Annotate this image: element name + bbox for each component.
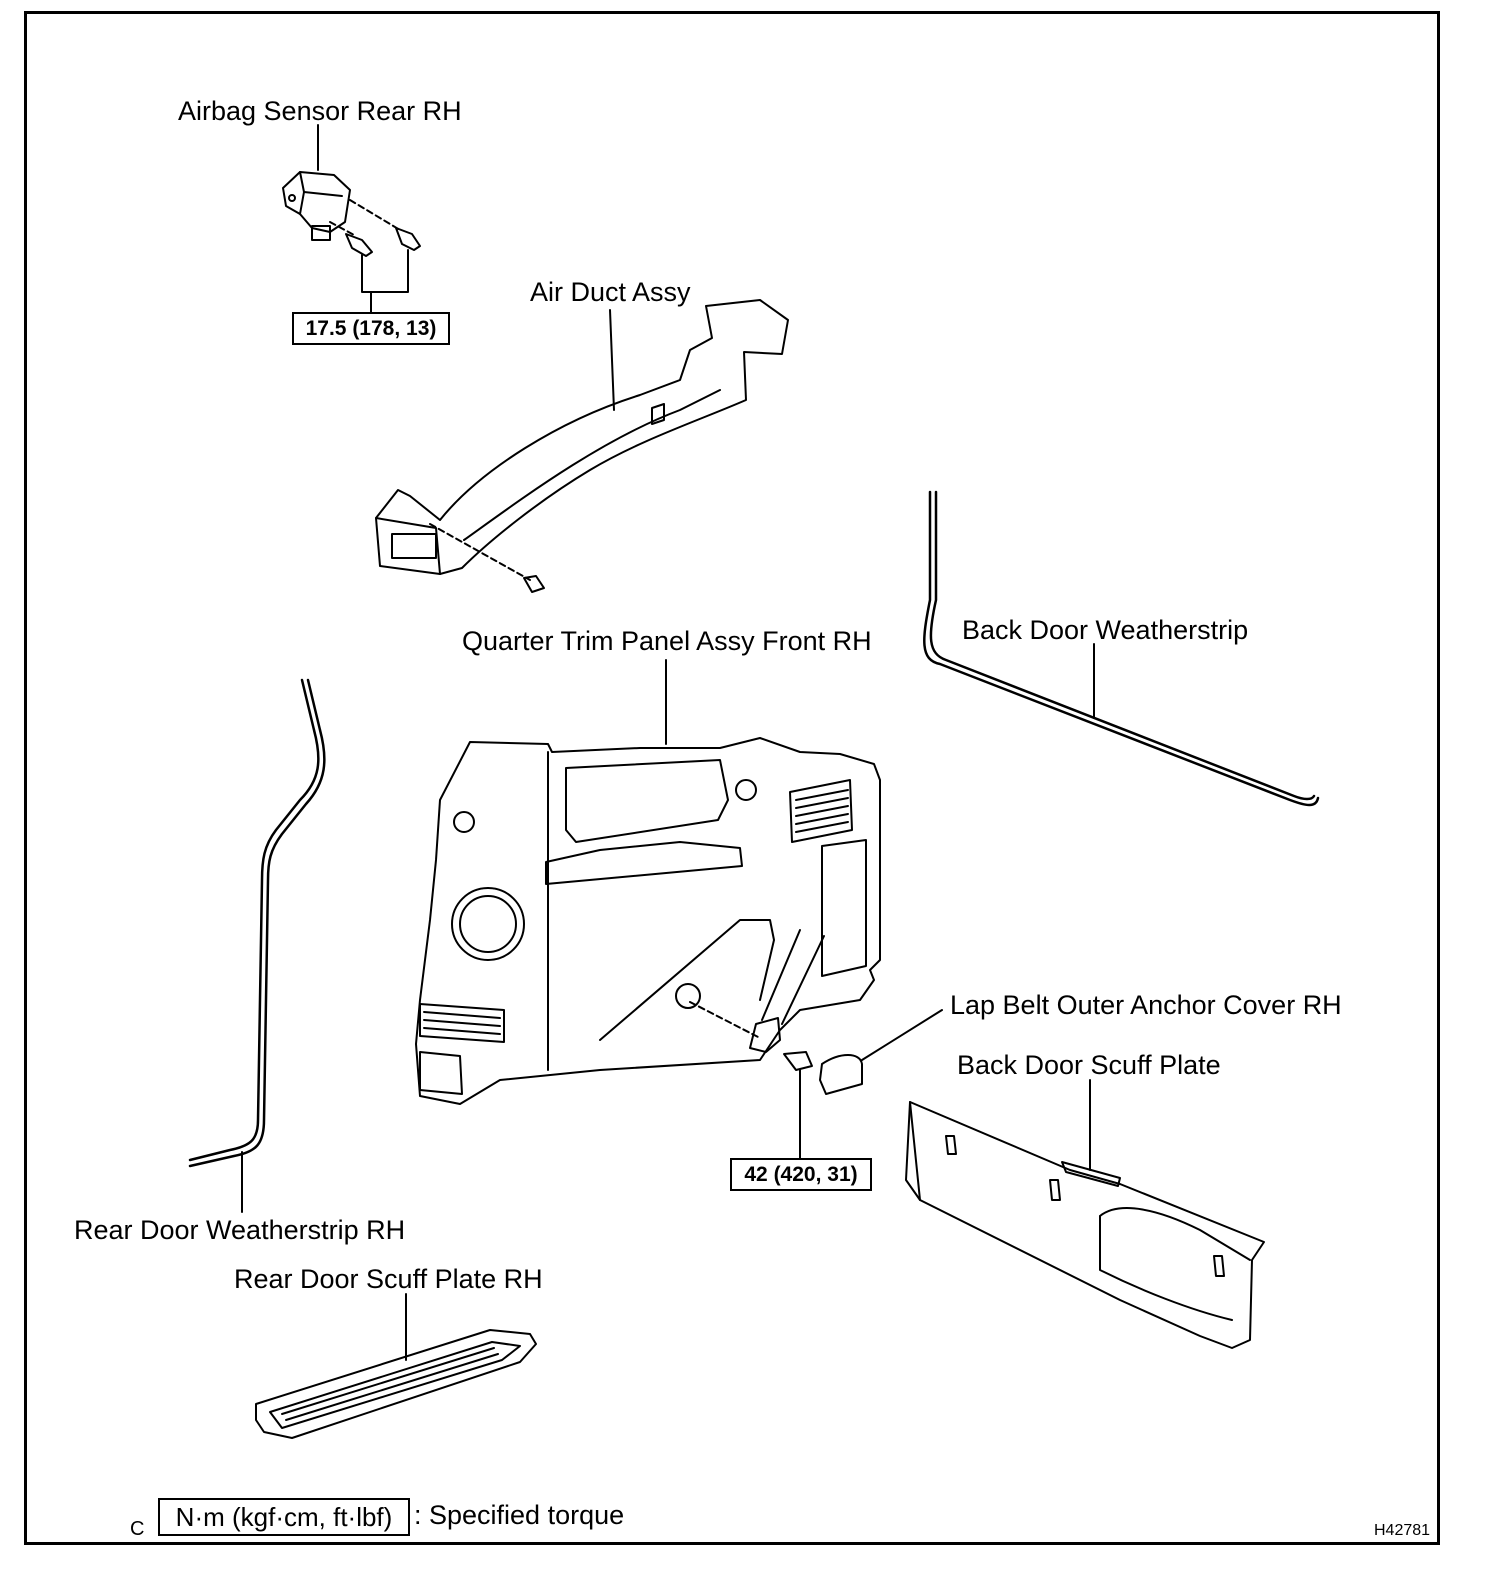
lap-belt-cover-label: Lap Belt Outer Anchor Cover RH [950, 990, 1342, 1020]
air-duct-label: Air Duct Assy [530, 277, 691, 307]
legend-description: : Specified torque [414, 1500, 625, 1530]
airbag-torque-box: 17.5 (178, 13) [292, 312, 450, 345]
figure-id: H42781 [1374, 1522, 1431, 1539]
back-door-scuff-label: Back Door Scuff Plate [957, 1050, 1221, 1080]
legend-prefix: C [130, 1518, 145, 1540]
rear-door-weatherstrip-label: Rear Door Weatherstrip RH [74, 1215, 406, 1245]
back-door-weatherstrip-part [923, 490, 1320, 807]
rear-door-weatherstrip-part [188, 678, 326, 1168]
lap-belt-cover-leader [861, 1009, 943, 1061]
airbag-torque-leader [361, 249, 409, 293]
legend-unit-box: N·m (kgf·cm, ft·lbf) [158, 1498, 410, 1536]
quarter-trim-panel-part [415, 737, 881, 1105]
airbag-sensor-part [282, 171, 421, 257]
air-duct-part [375, 299, 789, 593]
rear-door-scuff-label: Rear Door Scuff Plate RH [234, 1264, 543, 1294]
rear-door-scuff-part [255, 1329, 537, 1439]
diagram-frame [24, 11, 1440, 1545]
air-duct-leader [609, 309, 615, 411]
back-door-weatherstrip-label: Back Door Weatherstrip [962, 615, 1249, 645]
airbag-sensor-label: Airbag Sensor Rear RH [178, 96, 462, 126]
lap-belt-torque-box: 42 (420, 31) [730, 1158, 872, 1191]
back-door-scuff-part [905, 1101, 1265, 1349]
quarter-trim-label: Quarter Trim Panel Assy Front RH [462, 626, 872, 656]
